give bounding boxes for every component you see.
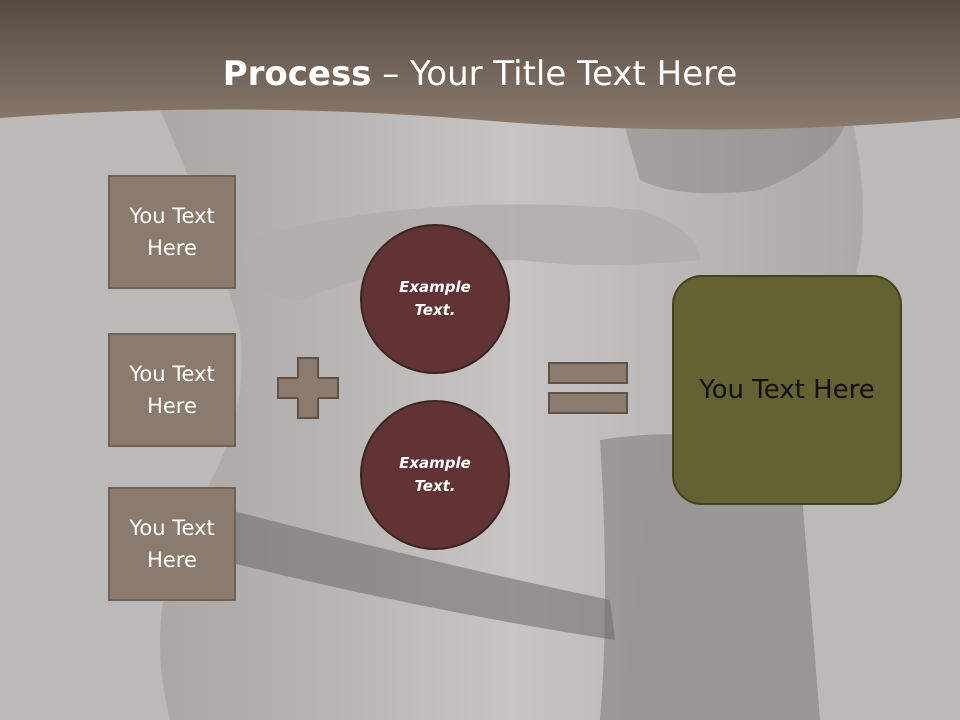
title-rest: – Your Title Text Here	[371, 54, 738, 94]
input-box-2: You Text Here	[108, 333, 236, 447]
operand-label: Example Text.	[399, 454, 471, 495]
input-box-label: You Text Here	[129, 362, 215, 418]
plus-icon	[277, 357, 339, 419]
input-box-3: You Text Here	[108, 487, 236, 601]
title-strong: Process	[222, 54, 372, 94]
slide-title: Process – Your Title Text Here	[0, 50, 960, 98]
input-box-1: You Text Here	[108, 175, 236, 289]
input-box-label: You Text Here	[129, 204, 215, 260]
result-label: You Text Here	[699, 375, 875, 405]
equals-icon	[548, 362, 628, 414]
header-band	[0, 0, 960, 130]
operand-circle-2: Example Text.	[360, 400, 510, 550]
operand-circle-1: Example Text.	[360, 224, 510, 374]
result-box: You Text Here	[672, 275, 902, 505]
input-box-label: You Text Here	[129, 516, 215, 572]
operand-label: Example Text.	[399, 278, 471, 319]
